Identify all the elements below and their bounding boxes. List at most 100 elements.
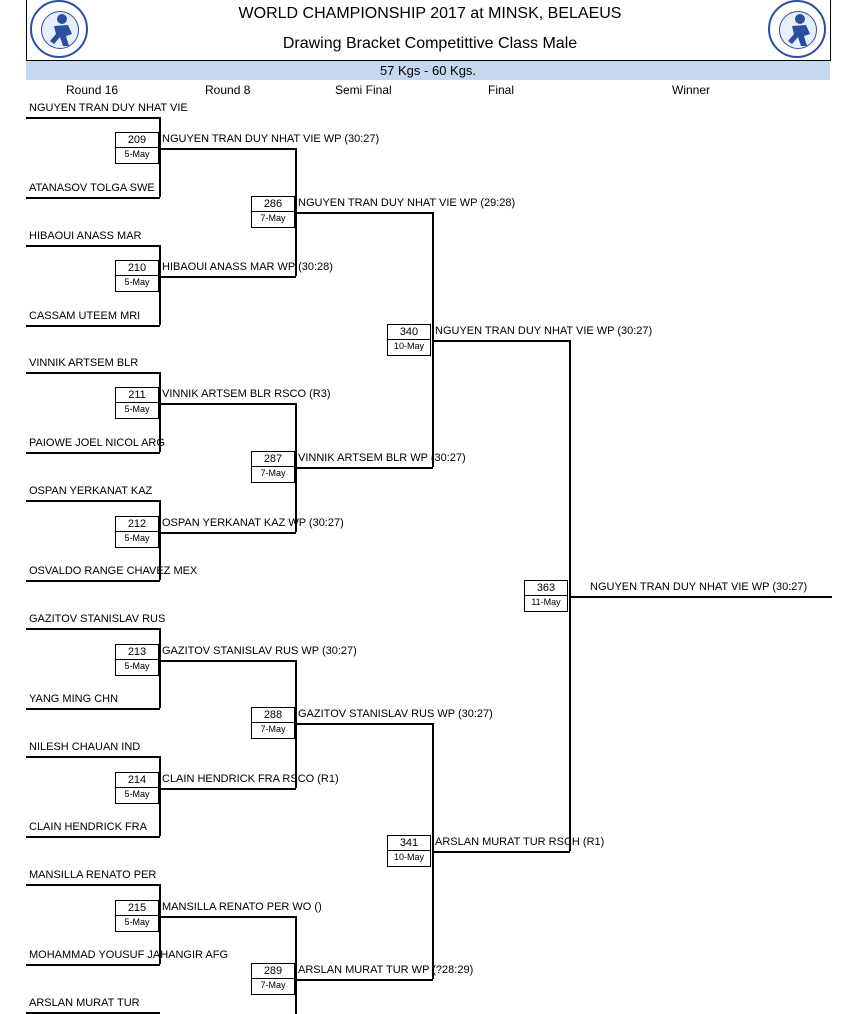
bracket-line [159, 500, 161, 580]
match-result: MANSILLA RENATO PER WO () [162, 901, 322, 913]
bracket-line [159, 117, 161, 197]
match-result: VINNIK ARTSEM BLR WP (30:27) [298, 452, 466, 464]
competitor-line [26, 580, 160, 582]
competitor-line [26, 884, 160, 886]
match-result: CLAIN HENDRICK FRA RSCO (R1) [162, 773, 339, 785]
match-date: 7-May [252, 722, 294, 736]
championship-title: WORLD CHAMPIONSHIP 2017 at MINSK, BELAEU… [238, 5, 622, 22]
match-date: 10-May [388, 850, 430, 864]
round-header-round8: Round 8 [205, 83, 251, 97]
match-date: 5-May [116, 915, 158, 929]
match-date: 5-May [116, 531, 158, 545]
competitor-line [26, 372, 160, 374]
competitor-line [26, 117, 160, 119]
competitor-name: CLAIN HENDRICK FRA [29, 821, 147, 833]
competitor-line [26, 245, 160, 247]
bracket-line [569, 340, 571, 851]
match-result: VINNIK ARTSEM BLR RSCO (R3) [162, 388, 331, 400]
competitor-name: OSVALDO RANGE CHAVEZ MEX [29, 565, 198, 577]
competitor-name: VINNIK ARTSEM BLR [29, 357, 139, 369]
winner-line [159, 532, 296, 534]
match-number: 213 [127, 646, 147, 658]
match-number: 209 [127, 134, 147, 146]
winner-line [159, 916, 296, 918]
bracket-line [159, 884, 161, 964]
competitor-name: NILESH CHAUAN IND [29, 741, 141, 753]
winner-line [295, 467, 433, 469]
winner-line [295, 723, 433, 725]
winner-line [159, 403, 296, 405]
bracket-line [159, 372, 161, 452]
match-date: 10-May [388, 339, 430, 353]
bracket-line [295, 916, 297, 1014]
competitor-name: NGUYEN TRAN DUY NHAT VIE [29, 102, 188, 114]
competitor-name: HIBAOUI ANASS MAR [29, 230, 142, 242]
match-result: HIBAOUI ANASS MAR WP (30:28) [162, 261, 333, 273]
bracket-line [159, 245, 161, 325]
match-number: 286 [263, 198, 283, 210]
bracket-line [159, 628, 161, 708]
bracket-subtitle: Drawing Bracket Competittive Class Male [282, 35, 578, 52]
match-number: 288 [263, 709, 283, 721]
match-result: ARSLAN MURAT TUR RSCH (R1) [435, 836, 605, 848]
match-date: 5-May [116, 275, 158, 289]
match-number: 363 [536, 582, 556, 594]
match-result: ARSLAN MURAT TUR WP (?28:29) [298, 964, 474, 976]
match-date: 7-May [252, 466, 294, 480]
match-number: 215 [127, 902, 147, 914]
competitor-line [26, 964, 160, 966]
header-border-bottom [26, 60, 831, 61]
competitor-line [26, 628, 160, 630]
winner-line [295, 979, 433, 981]
competitor-line [26, 756, 160, 758]
competitor-name: YANG MING CHN [29, 693, 119, 705]
competitor-line [26, 708, 160, 710]
match-date: 5-May [116, 787, 158, 801]
federation-logo-left [30, 0, 88, 58]
fighter-emblem-icon [50, 14, 72, 46]
match-date: 11-May [525, 595, 567, 609]
match-number: 289 [263, 965, 283, 977]
competitor-line [26, 452, 160, 454]
match-date: 5-May [116, 147, 158, 161]
winner-line [159, 148, 296, 150]
competitor-name: CASSAM UTEEM MRI [29, 310, 141, 322]
match-number: 212 [127, 518, 147, 530]
winner-line [159, 788, 296, 790]
weight-class-banner: 57 Kgs - 60 Kgs. [26, 61, 830, 80]
winner-line [295, 212, 433, 214]
competitor-line [26, 836, 160, 838]
fighter-emblem-icon [788, 14, 810, 46]
match-number: 341 [399, 837, 419, 849]
winner-line [432, 851, 570, 853]
winner-line [432, 340, 570, 342]
winner-line [569, 596, 832, 598]
match-result: NGUYEN TRAN DUY NHAT VIE WP (29:28) [298, 197, 516, 209]
winner-line [159, 660, 296, 662]
match-result: OSPAN YERKANAT KAZ WP (30:27) [162, 517, 344, 529]
competitor-line [26, 197, 160, 199]
match-date: 5-May [116, 402, 158, 416]
round-header-winner: Winner [672, 83, 711, 97]
competitor-name: GAZITOV STANISLAV RUS [29, 613, 166, 625]
match-date: 7-May [252, 978, 294, 992]
match-number: 211 [128, 389, 146, 401]
competitor-name: MOHAMMAD YOUSUF JAHANGIR AFG [29, 949, 229, 961]
competitor-name: MANSILLA RENATO PER [29, 869, 157, 881]
match-result: GAZITOV STANISLAV RUS WP (30:27) [298, 708, 493, 720]
match-date: 5-May [116, 659, 158, 673]
competitor-line [26, 500, 160, 502]
bracket-line [159, 756, 161, 836]
match-number: 287 [263, 453, 283, 465]
